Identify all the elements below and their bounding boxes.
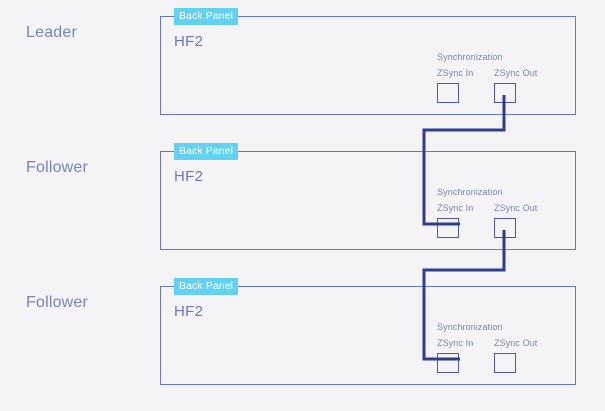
device-panel-2: Back Panel HF2 Synchronization ZSync In … [160,143,576,250]
sync-section-title-3: Synchronization [437,322,503,332]
zsync-out-label-2: ZSync Out [494,203,538,213]
zsync-in-socket-2[interactable] [437,218,459,238]
sync-section-1: Synchronization ZSync In ZSync Out [437,51,557,107]
sync-section-title-1: Synchronization [437,52,503,62]
back-panel-legend-2: Back Panel [174,143,239,160]
zsync-in-label-2: ZSync In [437,203,474,213]
zsync-out-socket-2[interactable] [494,218,516,238]
back-panel-legend-1: Back Panel [174,8,239,25]
sync-section-title-2: Synchronization [437,187,503,197]
device-role-label-3: Follower [26,294,89,311]
zsync-in-port-3[interactable]: ZSync In [437,337,493,373]
zsync-in-socket-1[interactable] [437,83,459,103]
zsync-out-label-1: ZSync Out [494,68,538,78]
back-panel-legend-3: Back Panel [174,278,239,295]
device-model-label-2: HF2 [174,168,204,185]
sync-ports-1: ZSync In ZSync Out [437,67,557,107]
zsync-out-port-2[interactable]: ZSync Out [494,202,550,238]
device-model-label-3: HF2 [174,303,204,320]
zsync-out-port-3[interactable]: ZSync Out [494,337,550,373]
zsync-out-socket-1[interactable] [494,83,516,103]
zsync-in-port-1[interactable]: ZSync In [437,67,493,103]
device-model-label-1: HF2 [174,33,204,50]
zsync-out-socket-3[interactable] [494,353,516,373]
sync-ports-3: ZSync In ZSync Out [437,337,557,377]
device-role-label-1: Leader [26,24,78,41]
sync-section-2: Synchronization ZSync In ZSync Out [437,186,557,242]
sync-ports-2: ZSync In ZSync Out [437,202,557,242]
zsync-in-port-2[interactable]: ZSync In [437,202,493,238]
device-panel-1: Back Panel HF2 Synchronization ZSync In … [160,8,576,115]
sync-section-3: Synchronization ZSync In ZSync Out [437,321,557,377]
device-panel-3: Back Panel HF2 Synchronization ZSync In … [160,278,576,385]
zsync-in-label-1: ZSync In [437,68,474,78]
device-role-label-2: Follower [26,159,89,176]
zsync-in-label-3: ZSync In [437,338,474,348]
zsync-in-socket-3[interactable] [437,353,459,373]
zsync-out-label-3: ZSync Out [494,338,538,348]
zsync-out-port-1[interactable]: ZSync Out [494,67,550,103]
